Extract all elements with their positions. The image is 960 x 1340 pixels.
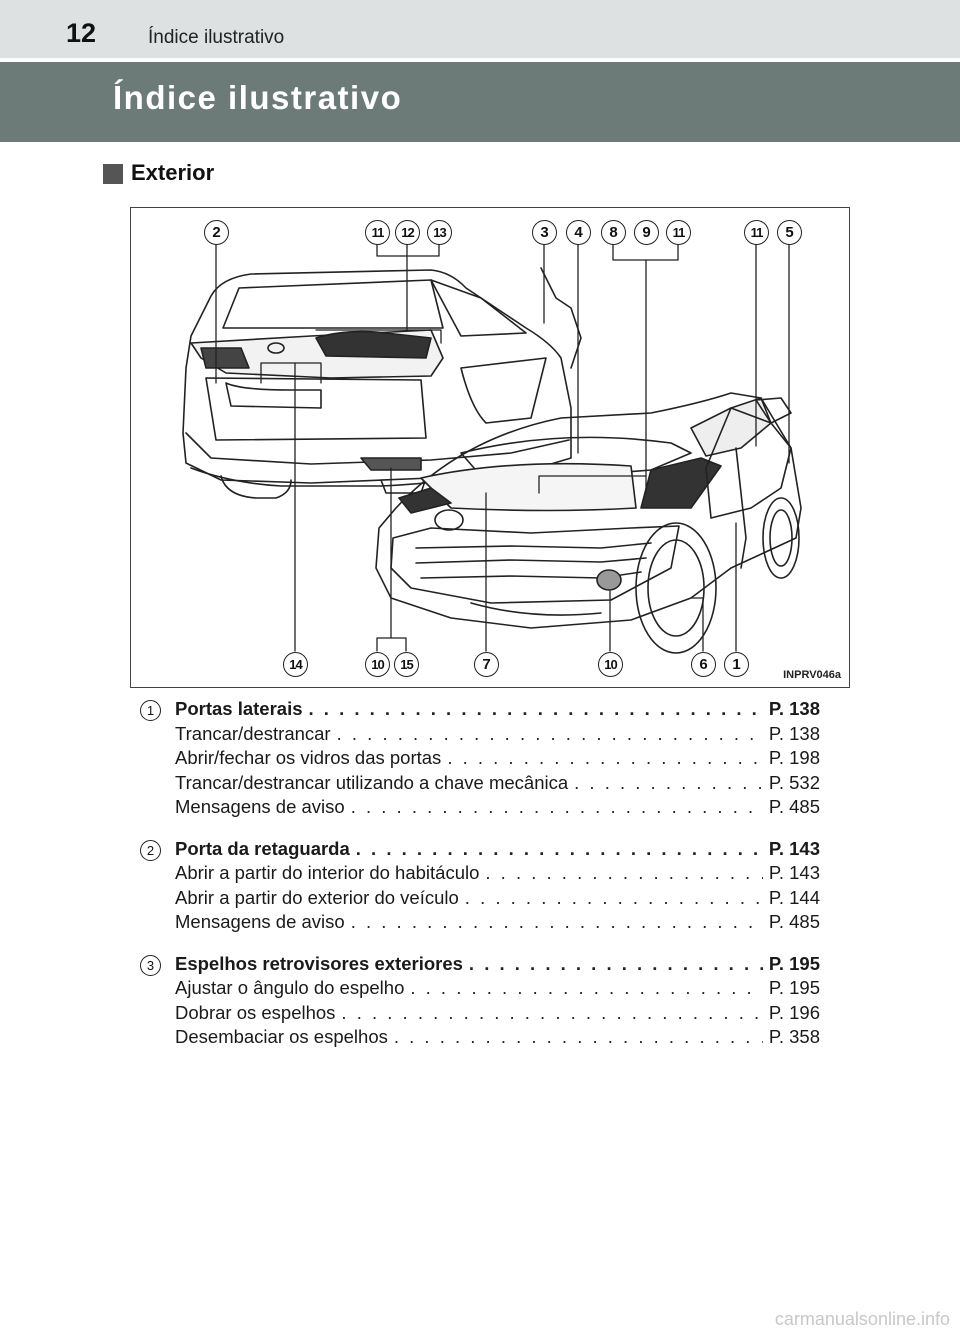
callout-9: 9 <box>634 220 659 245</box>
sub-entry-row: Trancar/destrancar . . . . . . . . . . .… <box>175 722 820 744</box>
vehicle-illustration <box>182 243 802 654</box>
entry-number: 1 <box>140 700 161 721</box>
callout-11: 11 <box>365 220 390 245</box>
callout-leader-lines <box>215 243 790 652</box>
entry-number: 3 <box>140 954 161 976</box>
entry-title: Porta da retaguarda <box>175 837 350 859</box>
entry-number: 2 <box>140 839 161 861</box>
callout-12: 12 <box>395 220 420 245</box>
sub-entry-row: Ajustar o ângulo do espelho . . . . . . … <box>175 977 820 998</box>
sub-entry-row: Desembaciar os espelhos . . . . . . . . … <box>175 1026 820 1047</box>
index-entry: 1 Portas laterais . . . . . . . . . . . … <box>130 697 820 820</box>
callout-11: 11 <box>744 220 769 245</box>
sub-entry-row: Trancar/destrancar utilizando a chave me… <box>175 771 820 793</box>
entry-title-row: Portas laterais . . . . . . . . . . . . … <box>130 697 820 722</box>
section-heading: Exterior <box>131 160 215 185</box>
section-marker-square <box>103 164 123 184</box>
callout-11: 11 <box>666 220 691 245</box>
sub-entry-row: Abrir a partir do exterior do veículo . … <box>175 886 820 908</box>
callout-10: 10 <box>365 652 390 677</box>
callout-5: 5 <box>777 220 802 245</box>
sub-entry-row: Dobrar os espelhos . . . . . . . . . . .… <box>175 1001 820 1023</box>
sub-entry-row: Mensagens de aviso . . . . . . . . . . .… <box>175 911 820 932</box>
sub-entry-row: Abrir a partir do interior do habitáculo… <box>175 862 820 883</box>
sub-entry-row: Mensagens de aviso . . . . . . . . . . .… <box>175 796 820 817</box>
entry-page: P. 195 <box>768 952 820 974</box>
callout-15: 15 <box>394 652 419 677</box>
index-entry: 2 Porta da retaguarda . . . . . . . . . … <box>130 837 820 935</box>
callout-2: 2 <box>204 220 229 245</box>
callout-8: 8 <box>601 220 626 245</box>
figure-code: INPRV046a <box>783 669 841 681</box>
vehicle-exterior-figure: 2 11 12 13 3 4 8 9 11 11 5 14 10 15 7 10… <box>130 207 850 688</box>
entry-title: Portas laterais <box>175 698 303 719</box>
index-entry: 3 Espelhos retrovisores exteriores . . .… <box>130 952 820 1050</box>
page-title: Índice ilustrativo <box>113 79 403 116</box>
rear-vehicle-drawing <box>182 267 582 499</box>
watermark: carmanualsonline.info <box>774 1309 950 1329</box>
callout-6: 6 <box>691 652 716 677</box>
callout-10: 10 <box>598 652 623 677</box>
callout-3: 3 <box>532 220 557 245</box>
callout-4: 4 <box>566 220 591 245</box>
title-band <box>0 62 960 142</box>
running-title: Índice ilustrativo <box>148 27 285 48</box>
entry-title: Espelhos retrovisores exteriores <box>175 952 463 974</box>
entry-title-row: Porta da retaguarda . . . . . . . . . . … <box>130 837 820 862</box>
sub-entry-row: Abrir/fechar os vidros das portas . . . … <box>175 747 820 768</box>
page-number: 12 <box>66 18 97 48</box>
entry-title-row: Espelhos retrovisores exteriores . . . .… <box>130 952 820 977</box>
callout-13: 13 <box>427 220 452 245</box>
index-entries: 1 Portas laterais . . . . . . . . . . . … <box>130 697 820 1067</box>
callout-7: 7 <box>474 652 499 677</box>
entry-page: P. 143 <box>768 837 820 859</box>
entry-page: P. 138 <box>768 698 820 719</box>
callout-1: 1 <box>724 652 749 677</box>
callout-14: 14 <box>283 652 308 677</box>
front-vehicle-drawing <box>375 392 802 654</box>
header-bar <box>0 0 960 58</box>
